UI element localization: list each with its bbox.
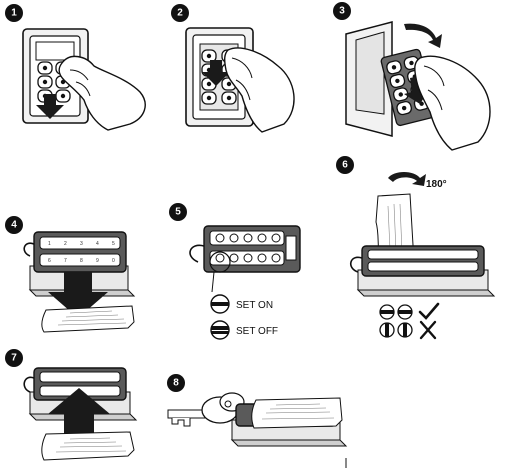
hand-icon	[223, 47, 295, 133]
combination-panel-top	[203, 225, 301, 273]
step-6-number: 6	[342, 160, 348, 171]
rotation-label: 180°	[426, 179, 447, 190]
key-ring-icon	[350, 256, 363, 273]
step-3-number: 3	[339, 6, 345, 17]
incorrect-example	[379, 320, 437, 340]
set-off-legend: SET OFF	[210, 320, 278, 340]
key-number-6: 6	[48, 258, 51, 264]
hand-icon	[414, 55, 491, 151]
step-1-badge: 1	[5, 4, 23, 22]
step-5-number: 5	[175, 207, 181, 218]
check-icon	[418, 302, 440, 320]
step-4-number: 4	[11, 220, 17, 231]
step-1-panel: 1	[5, 4, 146, 131]
tag-text-lines	[55, 437, 127, 453]
callout-line	[211, 271, 215, 293]
combination-panel: 1 2 3 4 5 6 7 8 9 0	[33, 231, 127, 273]
key-number-3: 3	[80, 241, 83, 247]
combination-panel	[361, 245, 485, 277]
combination-tag-icon	[251, 397, 343, 429]
key-number-1: 1	[48, 241, 51, 247]
key-number-0: 0	[112, 258, 115, 264]
step-6-badge: 6	[336, 156, 354, 174]
lockbox-side	[345, 21, 393, 137]
down-arrow-icon	[36, 94, 64, 119]
step-1-number: 1	[11, 8, 17, 19]
step-4-panel: 4 1 2 3 4 5 6 7 8 9 0	[5, 216, 136, 333]
set-on-label: SET ON	[236, 300, 273, 311]
step-8-number: 8	[173, 378, 179, 389]
down-arrow-icon	[48, 272, 108, 318]
down-arrow-icon	[202, 60, 230, 86]
combination-panel	[33, 367, 127, 401]
combination-tag-icon	[41, 431, 135, 461]
key-ring-icon	[23, 242, 35, 257]
step-3-badge: 3	[333, 2, 351, 20]
step-7-panel: 7	[5, 349, 138, 461]
key-number-8: 8	[80, 258, 83, 264]
key-number-5: 5	[112, 241, 115, 247]
step-6-panel: 6 180°	[336, 156, 496, 340]
correct-example	[379, 302, 440, 320]
magnify-ring	[209, 251, 231, 273]
key-number-2: 2	[64, 241, 67, 247]
key-ring-icon	[23, 376, 35, 393]
step-2-number: 2	[177, 8, 183, 19]
key-number-4: 4	[96, 241, 99, 247]
step-7-badge: 7	[5, 349, 23, 367]
rotate-arrow-icon	[388, 172, 426, 186]
tag-text-lines	[57, 310, 127, 326]
curved-arrow-icon	[404, 23, 442, 48]
set-on-legend: SET ON	[210, 294, 273, 314]
combination-tag-icon	[41, 305, 135, 333]
tag-text-lines	[261, 403, 335, 420]
step-5-badge: 5	[169, 203, 187, 221]
step-3-panel: 3	[333, 2, 491, 151]
cross-icon	[419, 320, 437, 340]
tag-text-lines	[387, 203, 403, 253]
key-ring-icon	[189, 244, 205, 263]
up-arrow-icon	[48, 388, 110, 434]
step-2-panel: 2	[171, 4, 295, 133]
step-8-panel: 8	[167, 374, 348, 468]
step-7-number: 7	[11, 353, 17, 364]
key-number-7: 7	[64, 258, 67, 264]
key-icon	[167, 392, 245, 427]
hand-icon	[58, 55, 146, 131]
key-number-9: 9	[96, 258, 99, 264]
step-8-badge: 8	[167, 374, 185, 392]
step-5-panel: 5 SET ON SET OFF	[169, 203, 301, 340]
step-2-badge: 2	[171, 4, 189, 22]
set-off-label: SET OFF	[236, 326, 278, 337]
step-4-badge: 4	[5, 216, 23, 234]
lockbox-front	[22, 28, 89, 124]
